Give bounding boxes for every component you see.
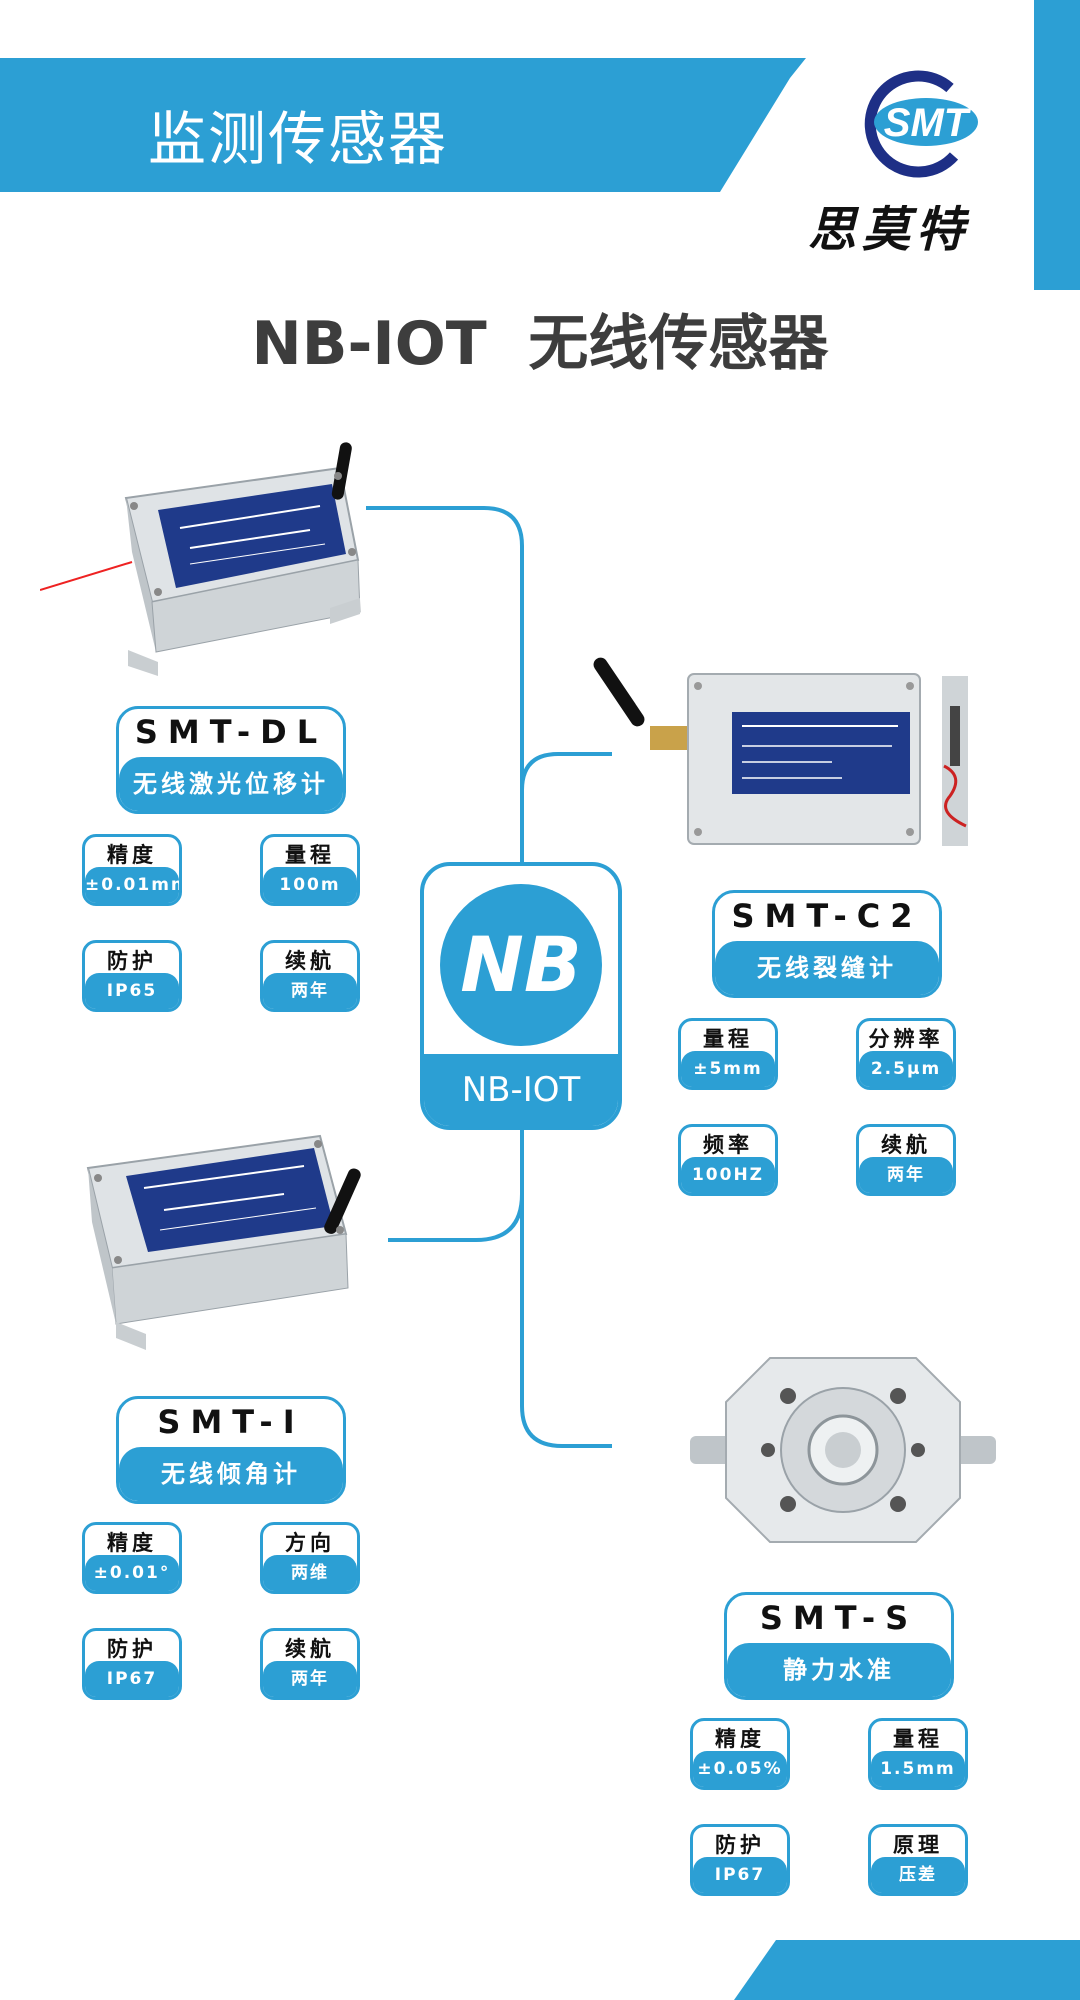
product-model: SMT-DL — [134, 713, 328, 751]
spec-chip: 原理 压差 — [868, 1824, 968, 1896]
spec-chip: 精度 ±0.05% — [690, 1718, 790, 1790]
product-model: SMT-S — [759, 1599, 919, 1637]
product-badge-smt-i: SMT-I 无线倾角计 — [116, 1396, 346, 1504]
spec-value: 两年 — [263, 973, 357, 1009]
nb-circle: NB — [440, 884, 602, 1046]
header-band — [0, 0, 1080, 290]
spec-chip: 续航 两年 — [260, 1628, 360, 1700]
spec-chip: 频率 100HZ — [678, 1124, 778, 1196]
header-title: 监测传感器 — [148, 105, 449, 173]
spec-chip: 防护 IP67 — [690, 1824, 790, 1896]
spec-value: 2.5μm — [859, 1051, 953, 1087]
spec-chip: 精度 ±0.01mm — [82, 834, 182, 906]
spec-label: 量程 — [703, 1027, 753, 1051]
spec-value: ±0.01mm — [85, 867, 179, 903]
spec-label: 续航 — [881, 1133, 931, 1157]
product-badge-smt-s: SMT-S 静力水准 — [724, 1592, 954, 1700]
spec-value: ±0.01° — [85, 1555, 179, 1591]
spec-value: 1.5mm — [871, 1751, 965, 1787]
spec-label: 量程 — [893, 1727, 943, 1751]
spec-label: 分辨率 — [868, 1027, 944, 1051]
spec-value: ±5mm — [681, 1051, 775, 1087]
footer-band — [734, 1940, 1080, 2000]
spec-label: 频率 — [703, 1133, 753, 1157]
crack-meter-device-image — [593, 657, 968, 846]
spec-label: 精度 — [107, 843, 157, 867]
spec-chip: 续航 两年 — [856, 1124, 956, 1196]
hub-label: NB-IOT — [424, 1054, 618, 1126]
spec-value: IP67 — [693, 1857, 787, 1893]
spec-label: 防护 — [107, 1637, 157, 1661]
spec-label: 原理 — [893, 1833, 943, 1857]
spec-value: 100HZ — [681, 1157, 775, 1193]
product-name: 无线裂缝计 — [715, 941, 939, 995]
spec-label: 续航 — [285, 949, 335, 973]
spec-value: IP67 — [85, 1661, 179, 1697]
nb-iot-hub: NB NB-IOT — [420, 862, 622, 1130]
product-name: 无线激光位移计 — [119, 757, 343, 811]
inclinometer-device-image — [86, 1134, 361, 1350]
spec-chip: 量程 ±5mm — [678, 1018, 778, 1090]
spec-value: ±0.05% — [693, 1751, 787, 1787]
spec-label: 续航 — [285, 1637, 335, 1661]
spec-chip: 续航 两年 — [260, 940, 360, 1012]
page-title: NB-IOT 无线传感器 — [251, 309, 829, 379]
spec-chip: 分辨率 2.5μm — [856, 1018, 956, 1090]
nb-circle-text: NB — [460, 920, 582, 1009]
spec-value: 压差 — [871, 1857, 965, 1893]
brand-name: 思莫特 — [808, 202, 971, 258]
spec-chip: 防护 IP65 — [82, 940, 182, 1012]
spec-value: 100m — [263, 867, 357, 903]
product-name: 静力水准 — [727, 1643, 951, 1697]
spec-label: 防护 — [107, 949, 157, 973]
spec-chip: 量程 100m — [260, 834, 360, 906]
spec-value: 两年 — [263, 1661, 357, 1697]
spec-chip: 方向 两维 — [260, 1522, 360, 1594]
spec-label: 精度 — [715, 1727, 765, 1751]
static-level-device-image — [690, 1357, 996, 1543]
product-badge-smt-dl: SMT-DL 无线激光位移计 — [116, 706, 346, 814]
spec-chip: 防护 IP67 — [82, 1628, 182, 1700]
smt-logo-icon: SMT — [864, 70, 978, 178]
spec-chip: 量程 1.5mm — [868, 1718, 968, 1790]
spec-label: 方向 — [285, 1531, 335, 1555]
product-model: SMT-I — [157, 1403, 305, 1441]
spec-chip: 精度 ±0.01° — [82, 1522, 182, 1594]
laser-displacement-device-image — [40, 442, 361, 676]
spec-value: 两维 — [263, 1555, 357, 1591]
product-name: 无线倾角计 — [119, 1447, 343, 1501]
spec-label: 量程 — [285, 843, 335, 867]
spec-value: IP65 — [85, 973, 179, 1009]
spec-label: 防护 — [715, 1833, 765, 1857]
spec-label: 精度 — [107, 1531, 157, 1555]
product-model: SMT-C2 — [731, 897, 923, 935]
svg-text:SMT: SMT — [884, 101, 972, 145]
spec-value: 两年 — [859, 1157, 953, 1193]
product-badge-smt-c2: SMT-C2 无线裂缝计 — [712, 890, 942, 998]
